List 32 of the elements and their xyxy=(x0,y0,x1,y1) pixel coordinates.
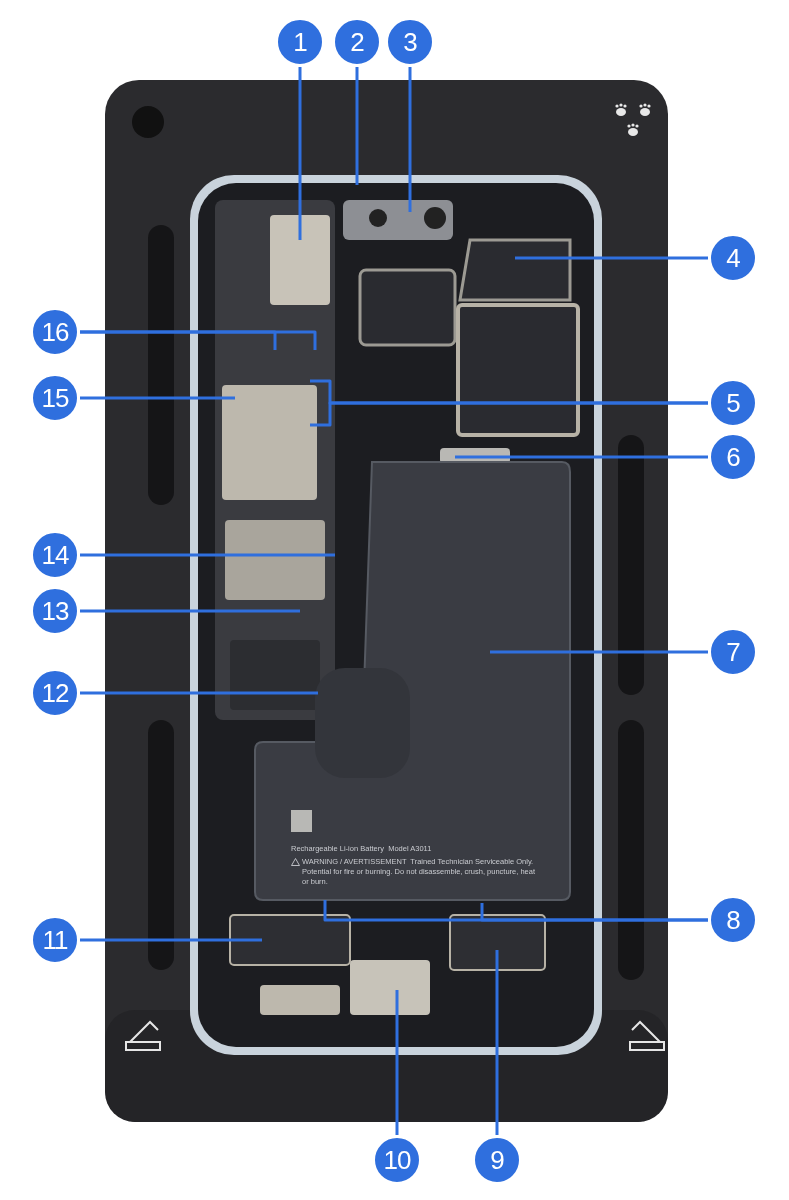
callout-number: 14 xyxy=(31,531,79,579)
leader-line xyxy=(80,609,300,613)
leader-line xyxy=(310,401,708,427)
leader-line xyxy=(355,67,359,185)
leader-line xyxy=(395,990,399,1135)
leader-line xyxy=(408,67,412,212)
leader-line xyxy=(490,650,708,654)
leader-line xyxy=(480,903,708,922)
leader-line xyxy=(80,330,317,350)
leader-line xyxy=(80,396,235,400)
callout-number: 6 xyxy=(709,433,757,481)
callout-number: 15 xyxy=(31,374,79,422)
leader-line xyxy=(80,553,335,557)
callout-number: 8 xyxy=(709,896,757,944)
callout-number: 3 xyxy=(386,18,434,66)
callout-number: 7 xyxy=(709,628,757,676)
callout-number: 11 xyxy=(31,916,79,964)
callout-number: 5 xyxy=(709,379,757,427)
callout-number: 1 xyxy=(276,18,324,66)
leader-line xyxy=(80,938,262,942)
callout-number: 9 xyxy=(473,1136,521,1184)
leader-line xyxy=(455,455,708,459)
leader-line xyxy=(80,691,318,695)
callout-number: 13 xyxy=(31,587,79,635)
callout-number: 12 xyxy=(31,669,79,717)
callout-number: 2 xyxy=(333,18,381,66)
leader-line xyxy=(298,67,302,240)
callout-number: 4 xyxy=(709,234,757,282)
leader-line xyxy=(495,950,499,1135)
callout-number: 10 xyxy=(373,1136,421,1184)
leader-line xyxy=(515,256,708,260)
callout-number: 16 xyxy=(31,308,79,356)
